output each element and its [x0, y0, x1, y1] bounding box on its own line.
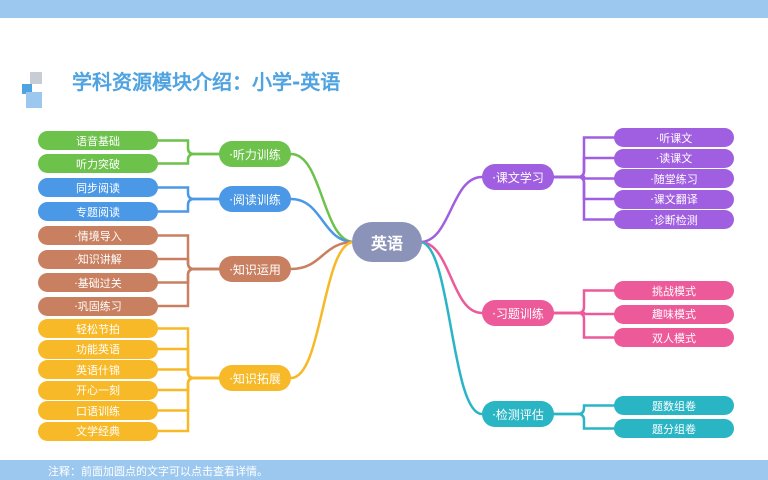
leaf-exercise-1: 趣味模式 [614, 304, 734, 324]
leaf-text-study-1[interactable]: ·读课文 [614, 148, 734, 168]
leaf-exercise-0: 挑战模式 [614, 281, 734, 300]
leaf-assessment-1: 题分组卷 [614, 419, 734, 438]
leaf-connector-reading-1 [156, 197, 221, 213]
leaf-connector-exercise-2 [552, 311, 616, 339]
leaf-connector-knowledge-use-3 [156, 267, 221, 308]
branch-exercise[interactable]: ·习题训练 [482, 300, 554, 326]
branch-listening[interactable]: ·听力训练 [219, 141, 291, 167]
leaf-knowledge-use-0[interactable]: ·情境导入 [38, 226, 158, 245]
leaf-knowledge-ext-2: 英语什锦 [38, 360, 158, 379]
leaf-connector-knowledge-use-1 [156, 257, 221, 271]
leaf-knowledge-ext-0: 轻松节拍 [38, 319, 158, 338]
footer-note: 注释：前面加圆点的文字可以点击查看详情。 [48, 465, 268, 478]
connector-listening [289, 152, 356, 244]
footer-bar [0, 460, 768, 480]
top-banner [0, 0, 768, 18]
leaf-text-study-3[interactable]: ·课文翻译 [614, 189, 734, 209]
leaf-exercise-2: 双人模式 [614, 328, 734, 347]
decor-square-gray [30, 72, 42, 84]
branch-reading[interactable]: ·阅读训练 [219, 186, 291, 212]
connector-text-study [418, 175, 484, 244]
leaf-knowledge-use-2[interactable]: ·基础过关 [38, 273, 158, 292]
leaf-knowledge-use-1[interactable]: ·知识讲解 [38, 249, 158, 269]
connector-knowledge-use [289, 240, 356, 271]
decor-square-blue-small [22, 84, 32, 94]
leaf-connector-text-study-1 [552, 156, 616, 179]
connector-knowledge-ext [289, 240, 356, 380]
connector-exercise [418, 240, 484, 315]
leaf-connector-knowledge-ext-5 [156, 376, 221, 433]
leaf-connector-listening-0 [156, 139, 221, 156]
leaf-connector-assessment-0 [552, 404, 616, 416]
leaf-connector-knowledge-ext-2 [156, 368, 221, 380]
decor-square-blue-large [26, 92, 42, 108]
page-title: 学科资源模块介绍：小学-英语 [72, 70, 341, 94]
leaf-connector-listening-1 [156, 152, 221, 165]
branch-assessment[interactable]: ·检测评估 [482, 401, 554, 427]
leaf-listening-1: 听力突破 [38, 154, 158, 173]
leaf-knowledge-ext-3: 开心一刻 [38, 380, 158, 400]
branch-text-study[interactable]: ·课文学习 [482, 164, 554, 190]
leaf-knowledge-ext-5: 文学经典 [38, 421, 158, 441]
leaf-connector-assessment-1 [552, 412, 616, 430]
leaf-connector-text-study-4 [552, 175, 616, 221]
branch-knowledge-use[interactable]: ·知识运用 [219, 256, 291, 282]
leaf-connector-reading-0 [156, 186, 221, 201]
center-node: 英语 [352, 222, 422, 262]
leaf-text-study-0[interactable]: ·听课文 [614, 128, 734, 147]
leaf-knowledge-ext-1: 功能英语 [38, 339, 158, 359]
leaf-assessment-0: 题数组卷 [614, 396, 734, 415]
leaf-text-study-2[interactable]: ·随堂练习 [614, 169, 734, 188]
leaf-listening-0: 语音基础 [38, 131, 158, 150]
leaf-knowledge-use-3[interactable]: ·巩固练习 [38, 296, 158, 316]
leaf-reading-0: 同步阅读 [38, 178, 158, 197]
connector-reading [289, 197, 356, 244]
branch-knowledge-ext[interactable]: ·知识拓展 [219, 365, 291, 391]
connector-assessment [418, 240, 484, 416]
leaf-connector-exercise-0 [552, 289, 616, 315]
leaf-text-study-4[interactable]: ·诊断检测 [614, 210, 734, 229]
leaf-knowledge-ext-4: 口语训练 [38, 401, 158, 420]
leaf-reading-1: 专题阅读 [38, 202, 158, 221]
